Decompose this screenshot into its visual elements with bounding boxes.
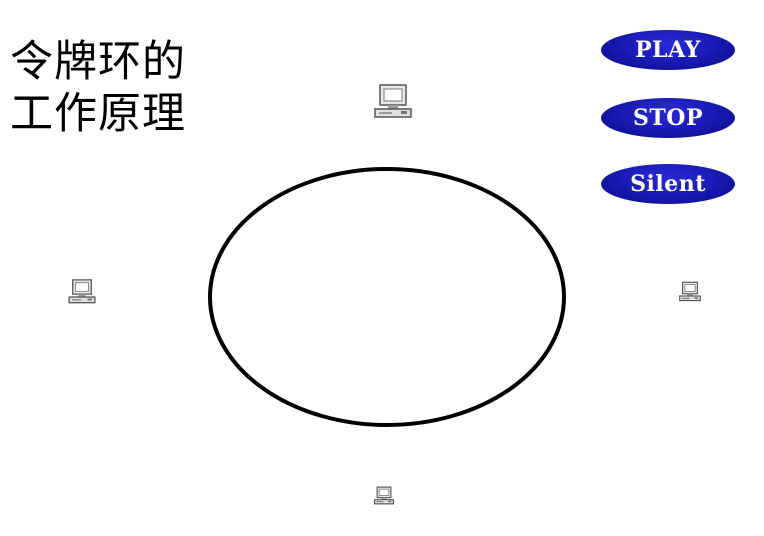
page-title: 令牌环的 工作原理	[10, 36, 186, 140]
computer-icon[interactable]	[67, 278, 97, 306]
title-line-1: 令牌环的	[10, 37, 186, 87]
silent-button[interactable]: Silent	[601, 164, 735, 204]
computer-icon[interactable]	[373, 486, 395, 506]
computer-icon[interactable]	[372, 83, 414, 121]
stop-button[interactable]: STOP	[601, 98, 735, 138]
token-ring	[208, 167, 566, 427]
title-line-2: 工作原理	[10, 89, 186, 139]
computer-icon[interactable]	[678, 281, 702, 303]
play-button[interactable]: PLAY	[601, 30, 735, 70]
